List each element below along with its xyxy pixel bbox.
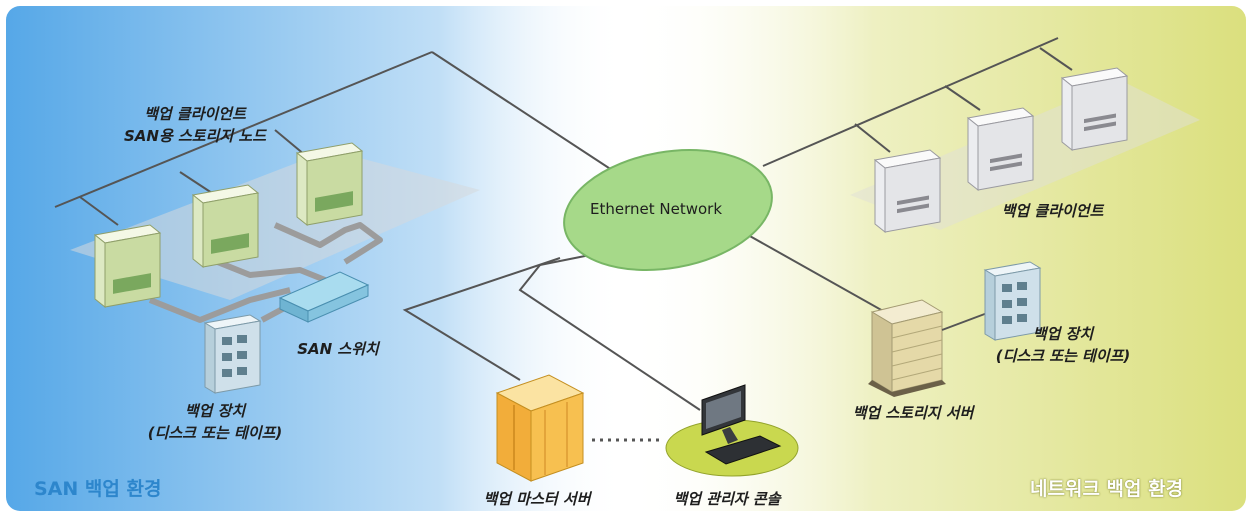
network-env-title: 네트워크 백업 환경 <box>1030 478 1184 500</box>
console-label: 백업 관리자 콘솔 <box>673 490 781 508</box>
san-env-title: SAN 백업 환경 <box>34 478 162 500</box>
keyboard-icon <box>704 435 782 465</box>
storage-server-icon <box>868 299 946 397</box>
master-server-label: 백업 마스터 서버 <box>483 490 591 508</box>
server-icon <box>1060 67 1129 152</box>
backup-device-icon <box>983 261 1042 341</box>
backup-device-icon <box>203 314 262 394</box>
san-switch-label: SAN 스위치 <box>297 340 379 358</box>
san-device-label: 백업 장치 (디스크 또는 테이프) <box>130 400 300 444</box>
ethernet-links <box>54 37 1073 411</box>
server-icon <box>873 149 942 234</box>
ethernet-network-label: Ethernet Network <box>590 200 723 218</box>
storage-device-link <box>941 311 991 331</box>
network-device-label: 백업 장치 (디스크 또는 테이프) <box>978 323 1148 367</box>
server-icon <box>966 107 1035 192</box>
network-device-label-line2: (디스크 또는 테이프) <box>995 347 1131 365</box>
san-clients-label-line1: 백업 클라이언트 <box>144 105 246 123</box>
master-server-icon <box>495 374 585 482</box>
ethernet-network-cloud <box>563 149 773 271</box>
network-clients-label: 백업 클라이언트 <box>1001 202 1104 220</box>
san-device-label-line1: 백업 장치 <box>184 402 246 420</box>
monitor-icon <box>701 384 746 444</box>
network-device-label-line1: 백업 장치 <box>1032 325 1094 343</box>
server-icon <box>295 142 364 227</box>
san-clients-label-line2: SAN용 스토리지 노드 <box>123 127 266 145</box>
san-switch-icon <box>278 271 370 323</box>
server-icon <box>191 184 260 269</box>
storage-server-label: 백업 스토리지 서버 <box>852 404 974 422</box>
san-clients-label: 백업 클라이언트 SAN용 스토리지 노드 <box>95 103 295 147</box>
server-icon <box>93 224 162 309</box>
san-device-label-line2: (디스크 또는 테이프) <box>147 424 283 442</box>
